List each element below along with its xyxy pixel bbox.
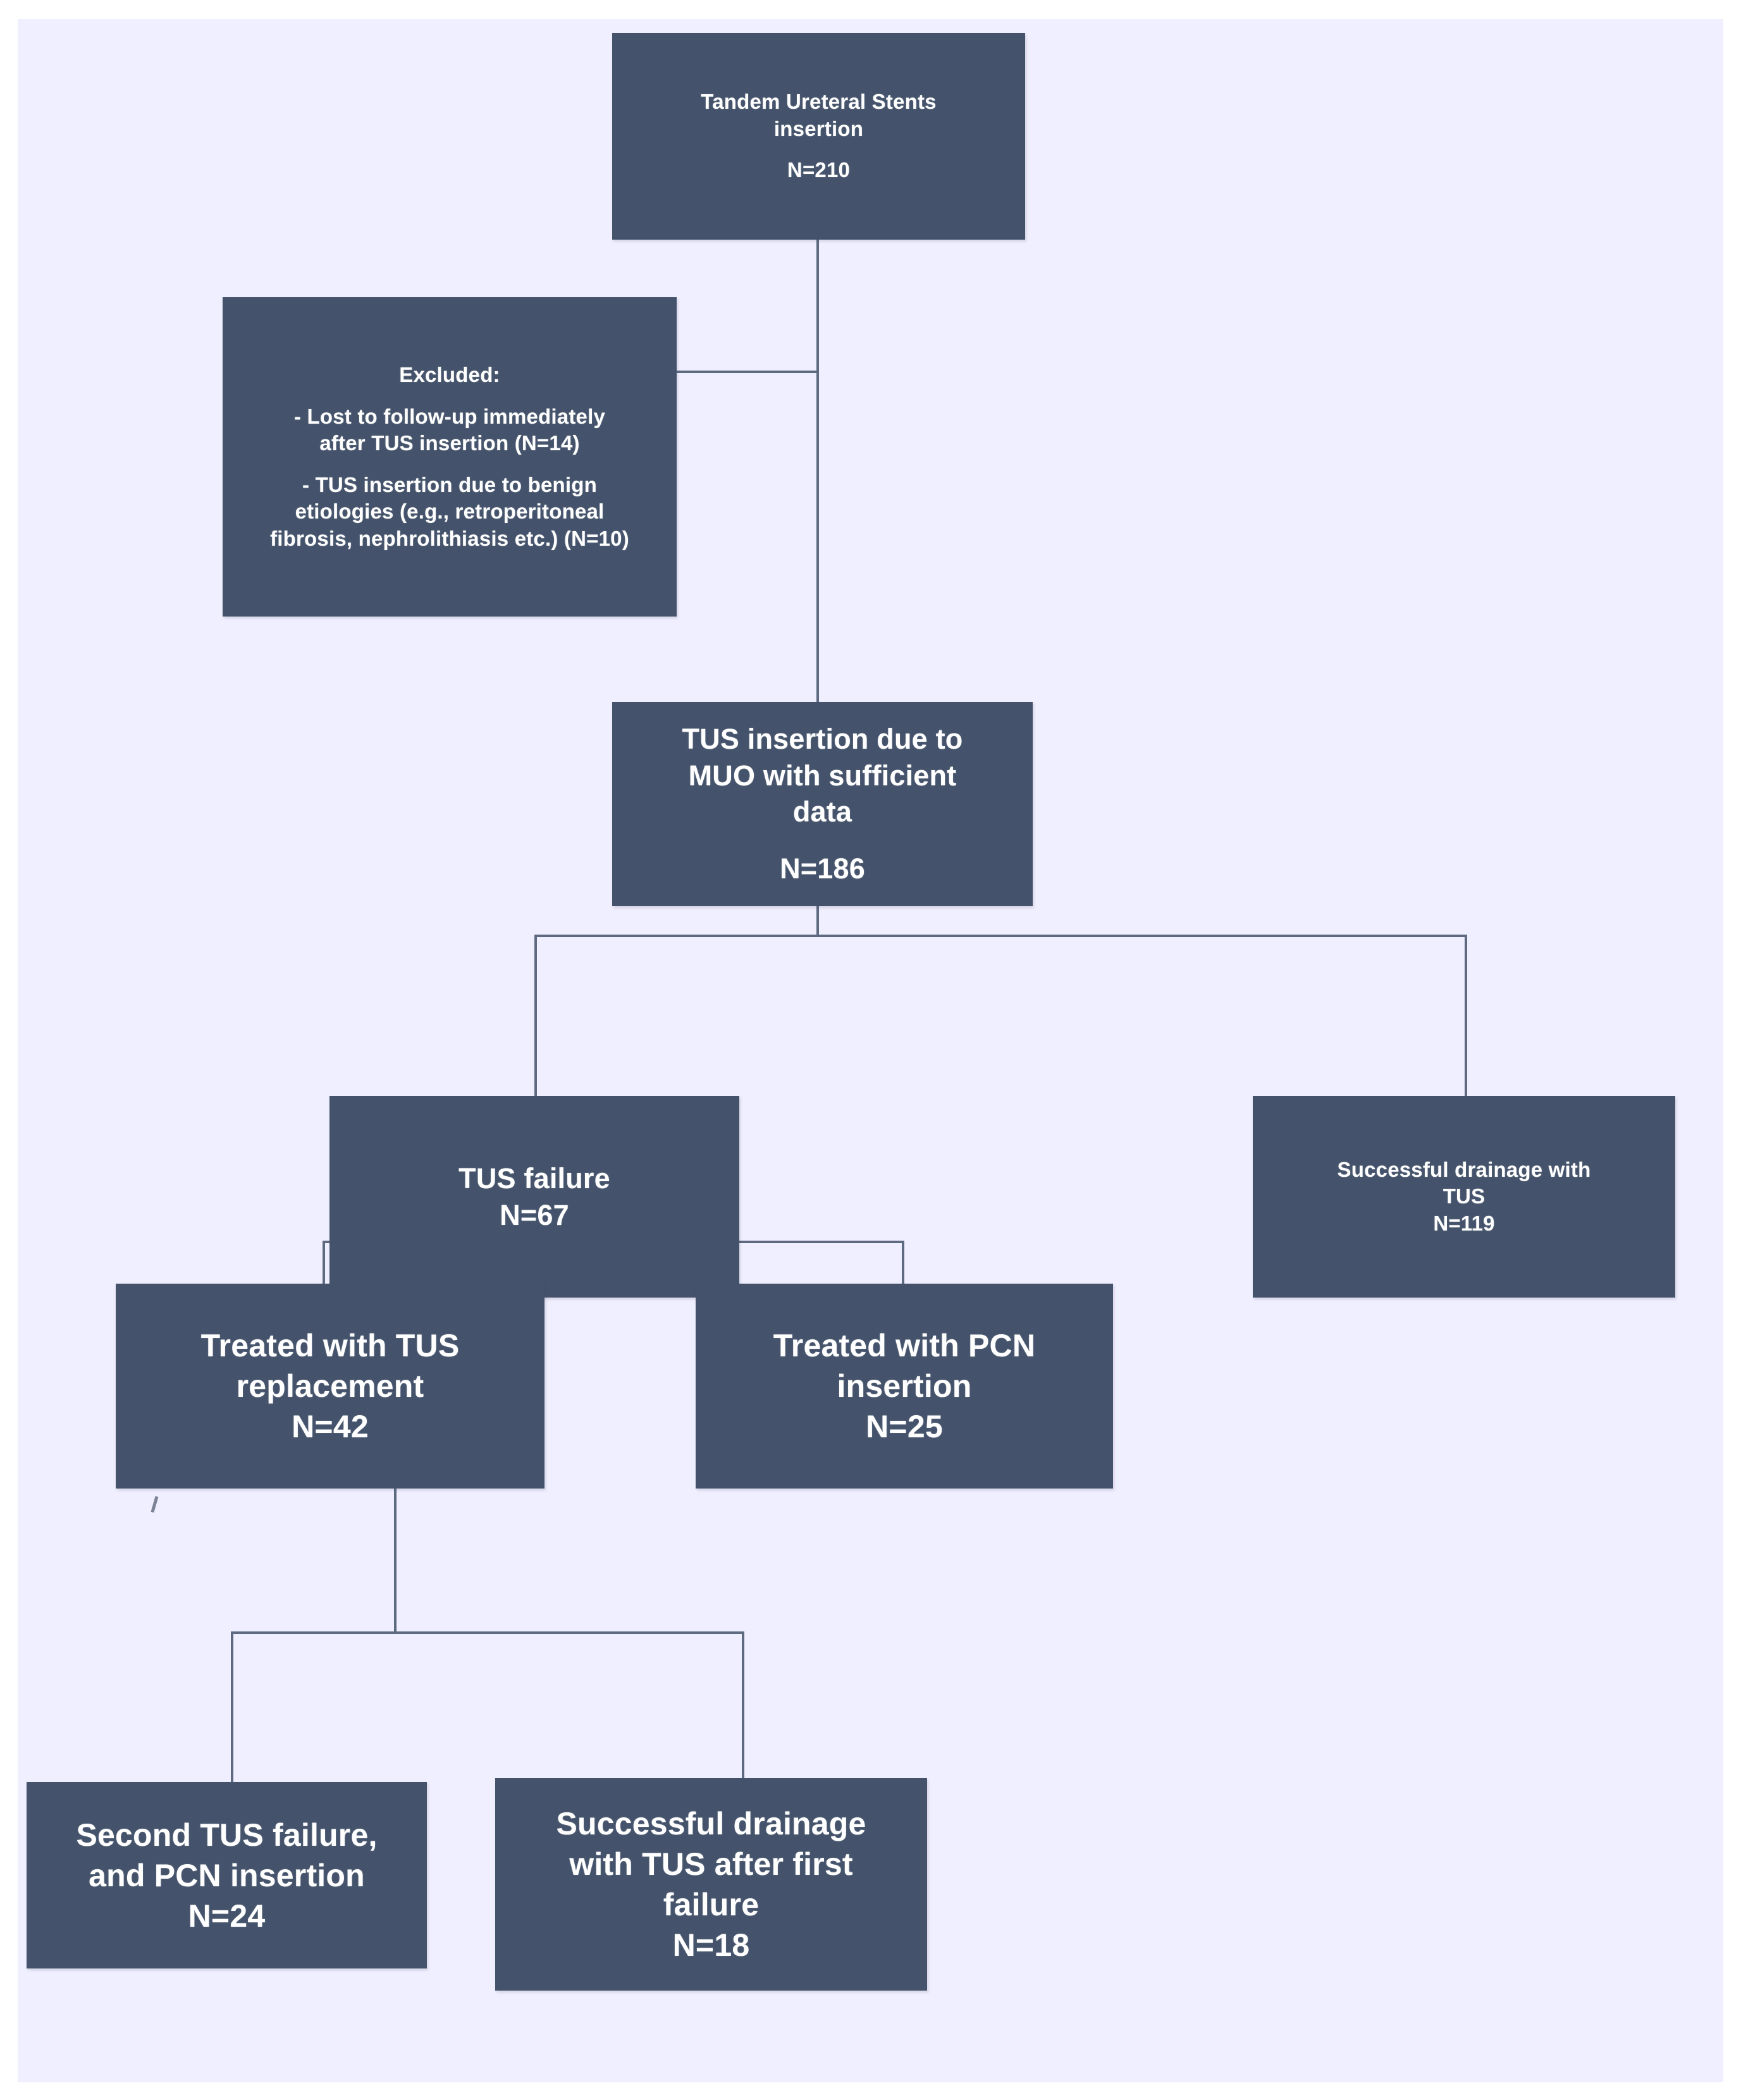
scan-artifact-speck [151,1495,159,1513]
node-count: N=119 [1433,1211,1495,1235]
node-treated-with-pcn-insertion: Treated with PCN insertion N=25 [696,1284,1113,1489]
node-count: N=24 [188,1898,266,1934]
node-line: and PCN insertion [89,1857,365,1893]
node-count: N=186 [780,852,865,885]
node-line: MUO with sufficient [688,759,957,792]
node-line: Treated with TUS [200,1328,460,1363]
node-treated-with-tus-replacement: Treated with TUS replacement N=42 [116,1284,544,1489]
node-excluded: Excluded: - Lost to follow-up immediatel… [223,297,677,617]
node-tus-insertion-due-to-muo: TUS insertion due to MUO with sufficient… [612,702,1033,906]
excluded-item-line: - TUS insertion due to benign [302,473,597,497]
edge-tus-replacement-stem [394,1489,397,1633]
node-tus-failure: TUS failure N=67 [329,1096,739,1298]
node-line: data [792,795,852,828]
node-count: N=210 [787,158,851,182]
excluded-heading: Excluded: [399,363,500,387]
edge-muo-stem [816,906,819,936]
edge-muo-to-successful-drainage [1465,935,1467,1096]
node-count: N=42 [292,1409,369,1444]
excluded-item-line: etiologies (e.g., retroperitoneal [295,500,605,524]
edge-muo-to-tus-failure [534,935,537,1096]
node-line: TUS failure [458,1162,610,1194]
node-line: Tandem Ureteral Stents [701,90,937,114]
node-line: Second TUS failure, [76,1817,378,1853]
excluded-item-line: fibrosis, nephrolithiasis etc.) (N=10) [270,526,629,550]
edge-tus-failure-to-pcn-insertion [902,1241,904,1284]
node-line: TUS [1443,1184,1486,1208]
node-line: Successful drainage [556,1806,866,1841]
node-line: TUS insertion due to [682,723,963,756]
excluded-item-line: - Lost to follow-up immediately [293,405,606,429]
excluded-item-line: after TUS insertion (N=14) [319,431,580,455]
node-line: failure [663,1887,760,1922]
edge-muo-split-bar [534,935,1467,937]
edge-tus-replacement-to-second-failure [231,1631,233,1782]
node-count: N=18 [672,1927,750,1963]
edge-tus-replacement-to-successful-after-failure [742,1631,744,1778]
edge-root-to-muo-trunk [816,240,819,715]
node-line: Treated with PCN [773,1328,1036,1363]
figure-sheet: Tandem Ureteral Stents insertion N=210 E… [18,19,1723,2082]
node-count: N=25 [866,1409,943,1444]
edge-tus-replacement-split-bar [231,1631,744,1634]
node-line: insertion [773,116,864,140]
node-successful-drainage-with-tus: Successful drainage with TUS N=119 [1253,1096,1675,1298]
node-line: insertion [837,1368,972,1404]
node-line: Successful drainage with [1337,1158,1591,1182]
node-line: with TUS after first [569,1846,853,1882]
edge-root-to-excluded [659,371,818,373]
node-successful-drainage-with-tus-after-first-failure: Successful drainage with TUS after first… [495,1778,927,1991]
node-line: replacement [236,1368,424,1404]
node-second-tus-failure-and-pcn-insertion: Second TUS failure, and PCN insertion N=… [27,1782,427,1968]
edge-tus-failure-to-tus-replacement [323,1241,325,1284]
node-count: N=67 [500,1198,569,1231]
node-tandem-ureteral-stents-insertion: Tandem Ureteral Stents insertion N=210 [612,33,1025,240]
